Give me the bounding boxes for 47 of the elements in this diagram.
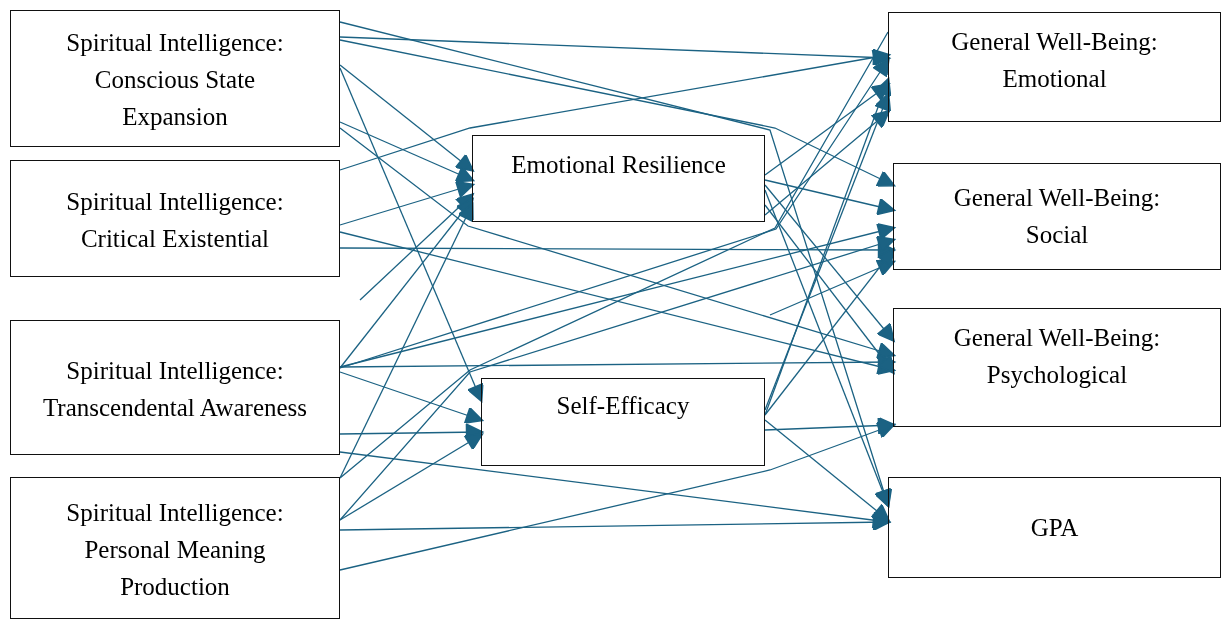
text-box xyxy=(10,320,340,455)
arrow xyxy=(764,179,896,216)
node-label: Spiritual Intelligence: Critical Existential xyxy=(65,187,285,254)
arrow xyxy=(339,235,896,521)
arrow xyxy=(359,193,474,301)
arrow xyxy=(764,189,891,508)
text-box xyxy=(10,477,340,619)
text-box xyxy=(888,12,1221,122)
arrow xyxy=(339,121,475,183)
node-label: GPA xyxy=(1030,513,1079,543)
arrow xyxy=(339,57,890,369)
text-box xyxy=(888,477,1221,578)
arrow xyxy=(339,197,474,369)
arrow xyxy=(769,259,896,316)
arrow xyxy=(339,67,484,403)
arrow xyxy=(764,184,895,343)
text-box xyxy=(481,378,765,466)
node-label: Emotional Resilience xyxy=(511,150,726,180)
node-label: Self-Efficacy xyxy=(556,391,690,421)
arrow xyxy=(339,421,896,571)
arrow xyxy=(339,36,891,67)
arrow xyxy=(764,416,896,435)
arrow xyxy=(764,110,891,216)
arrow xyxy=(339,202,474,479)
text-box xyxy=(10,160,340,277)
arrow xyxy=(339,127,896,360)
text-box xyxy=(893,163,1221,270)
arrow xyxy=(339,353,896,371)
arrow xyxy=(339,371,484,424)
arrow xyxy=(339,451,891,529)
node-label: Spiritual Intelligence: Transcendental Awareness xyxy=(42,355,308,423)
arrow xyxy=(764,247,895,416)
node-label: General Well-Being: Emotional xyxy=(950,27,1159,94)
arrow xyxy=(764,204,895,375)
text-box xyxy=(893,308,1221,427)
node-label: Spiritual Intelligence: Conscious State Expansion xyxy=(65,28,285,132)
text-box xyxy=(10,10,340,147)
arrow xyxy=(339,433,484,521)
arrow xyxy=(339,64,475,172)
node-label: Spiritual Intelligence: Personal Meaning Production xyxy=(65,497,285,602)
node-label: General Well-Being: Social xyxy=(952,183,1162,250)
arrow xyxy=(764,419,891,522)
text-box xyxy=(472,135,765,222)
node-label: General Well-Being: Psychological xyxy=(952,323,1162,390)
arrow xyxy=(339,39,896,187)
arrow xyxy=(339,180,475,226)
arrow xyxy=(339,48,891,171)
